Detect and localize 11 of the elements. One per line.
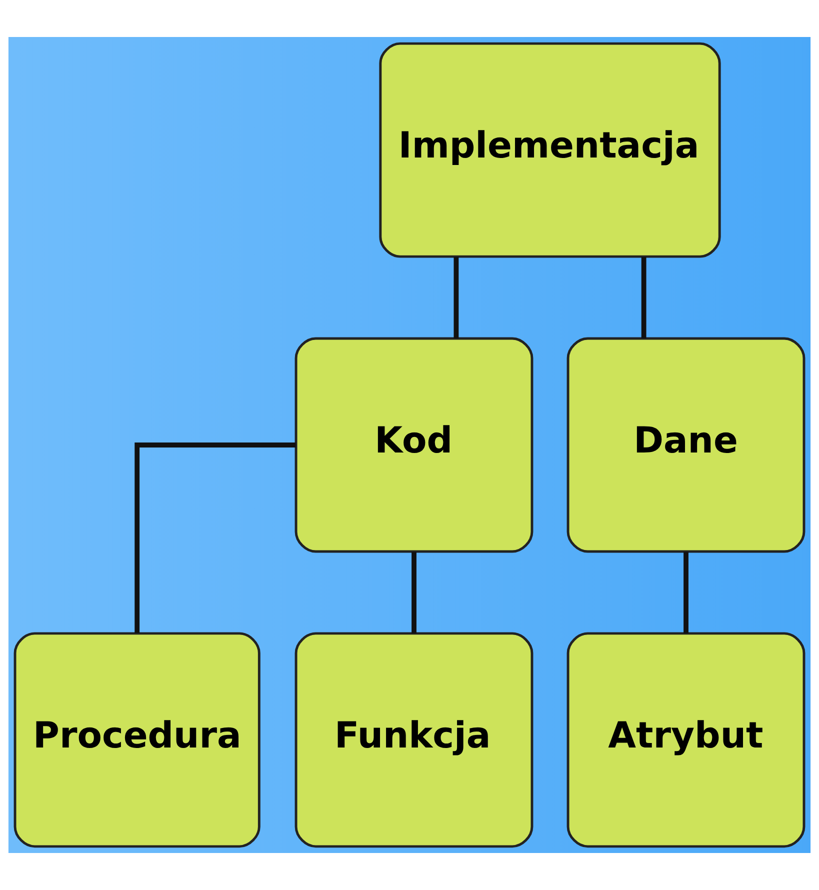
node-box: Atrybut bbox=[566, 632, 806, 848]
connector bbox=[684, 552, 688, 634]
node-box: Funkcja bbox=[294, 632, 534, 848]
connector bbox=[641, 256, 646, 338]
node-box: Procedura bbox=[14, 632, 260, 848]
node-box: Dane bbox=[566, 337, 806, 553]
connector bbox=[412, 552, 416, 634]
node-box: Implementacja bbox=[379, 42, 721, 258]
node-box: Kod bbox=[294, 337, 534, 553]
connector bbox=[454, 256, 459, 338]
connector bbox=[134, 442, 296, 634]
